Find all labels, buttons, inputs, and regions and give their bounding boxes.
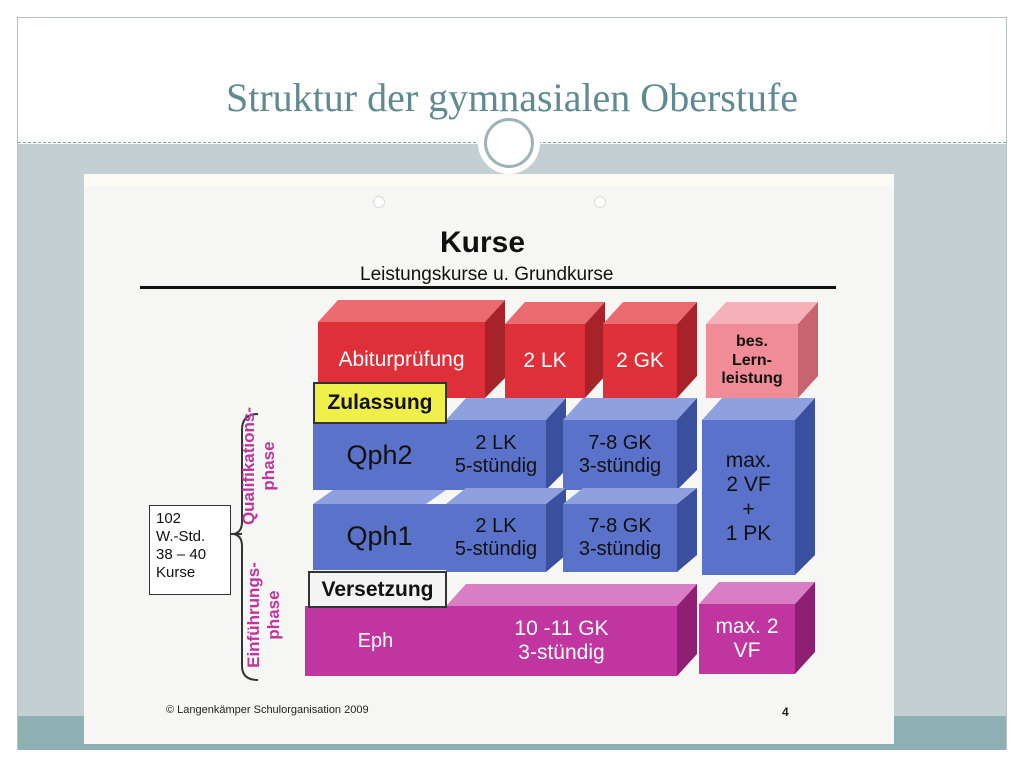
block-label-line: leistung (721, 370, 783, 388)
block-eph-max-vf: max. 2 VF (699, 604, 795, 674)
block-label-line: max. (725, 449, 772, 473)
block-label: Qph1 (346, 521, 413, 552)
block-qph2: Qph2 (313, 422, 446, 490)
diagram-heading: Kurse (440, 226, 526, 259)
block-label: Abiturprüfung (338, 347, 465, 371)
block-label: Qph2 (346, 440, 413, 471)
info-line: 38 – 40 (156, 546, 207, 563)
block-side-face (795, 398, 815, 575)
info-line: Kurse (156, 564, 196, 581)
block-qph1: Qph1 (313, 504, 446, 570)
block-side-face (546, 488, 566, 572)
block-label-line: 3-stündig (578, 455, 662, 477)
block-qph2-lk: 2 LK 5-stündig (446, 420, 546, 490)
block-top-face (446, 584, 697, 606)
block-front-face (446, 504, 546, 572)
block-label: 2 LK (523, 348, 567, 372)
block-top-face (446, 488, 566, 504)
block-label-line: + (742, 497, 755, 521)
block-side-face (795, 582, 815, 674)
block-side-face (485, 300, 505, 398)
page-number: 4 (782, 705, 789, 719)
block-abiturpruefung: Abiturprüfung (318, 322, 485, 398)
block-side-face (798, 302, 818, 398)
block-top-face (706, 302, 818, 324)
block-side-face (546, 398, 566, 490)
block-front-face (305, 606, 446, 676)
block-gk-top: 2 GK (603, 324, 677, 398)
block-label-line: 3-stündig (518, 641, 605, 664)
block-eph: Eph (305, 606, 446, 676)
block-top-face (603, 302, 697, 324)
block-front-face (603, 324, 677, 398)
block-label-line: VF (733, 639, 761, 662)
block-label-line: 7-8 GK (588, 432, 652, 454)
block-label-line: Lern- (732, 351, 772, 369)
block-label: Eph (357, 629, 394, 652)
ring-icon (484, 118, 534, 168)
block-top-face (446, 398, 566, 420)
block-front-face (563, 420, 677, 490)
block-label-line: 2 LK (475, 432, 517, 454)
punch-hole-icon (594, 196, 606, 208)
block-top-face (563, 488, 697, 504)
block-front-face (706, 324, 798, 398)
block-label-line: bes. (735, 333, 768, 351)
copyright-text: © Langenkämper Schulorganisation 2009 (166, 704, 369, 716)
block-label-line: 1 PK (725, 521, 772, 545)
block-top-face (563, 398, 697, 420)
block-front-face (446, 606, 677, 676)
block-eph-gk: 10 -11 GK 3-stündig (446, 606, 677, 676)
block-label-line: 5-stündig (454, 538, 538, 560)
info-box: 102 W.-Std. 38 – 40 Kurse (149, 505, 231, 595)
block-front-face (313, 504, 446, 570)
block-top-face (318, 300, 505, 322)
block-front-face (702, 420, 795, 575)
block-label: 2 GK (616, 348, 664, 372)
block-side-face (677, 398, 697, 490)
diagram-subheading: Leistungskurse u. Grundkurse (360, 264, 614, 285)
info-line: W.-Std. (156, 528, 206, 545)
block-front-face (446, 420, 546, 490)
zulassung-tag: Zulassung (313, 382, 447, 424)
heading-rule (140, 286, 836, 289)
block-side-face (585, 302, 605, 398)
block-front-face (313, 422, 446, 490)
block-label-line: 2 VF (726, 473, 771, 497)
block-lk-top: 2 LK (505, 324, 585, 398)
info-line: 102 (156, 510, 182, 527)
block-front-face (505, 324, 585, 398)
block-top-face (505, 302, 605, 324)
versetzung-tag: Versetzung (308, 571, 447, 608)
block-label-line: 3-stündig (578, 538, 662, 560)
block-side-face (677, 584, 697, 676)
block-label-line: 7-8 GK (588, 515, 652, 537)
block-max-vf-pk: max. 2 VF + 1 PK (702, 430, 795, 565)
block-side-face (677, 302, 697, 398)
block-qph1-gk: 7-8 GK 3-stündig (563, 504, 677, 572)
side-label-line: phase (263, 590, 283, 640)
block-qph2-gk: 7-8 GK 3-stündig (563, 420, 677, 490)
photo-edge (84, 174, 894, 186)
block-top-face (699, 582, 815, 604)
block-besondere-lernleistung: bes. Lern- leistung (706, 324, 798, 398)
block-qph1-lk: 2 LK 5-stündig (446, 504, 546, 572)
block-top-face (313, 490, 446, 504)
block-label-line: max. 2 (715, 614, 779, 638)
block-top-face (702, 398, 815, 420)
block-label-line: 10 -11 GK (514, 616, 609, 640)
side-label-einfuehrung: Einführungs- phase (244, 528, 294, 702)
block-label-line: 2 LK (475, 515, 517, 537)
block-label-line: 5-stündig (454, 455, 538, 477)
block-front-face (699, 604, 795, 674)
block-side-face (677, 488, 697, 572)
punch-hole-icon (373, 196, 385, 208)
block-front-face (563, 504, 677, 572)
side-label-line: Einführungs- (244, 562, 263, 668)
